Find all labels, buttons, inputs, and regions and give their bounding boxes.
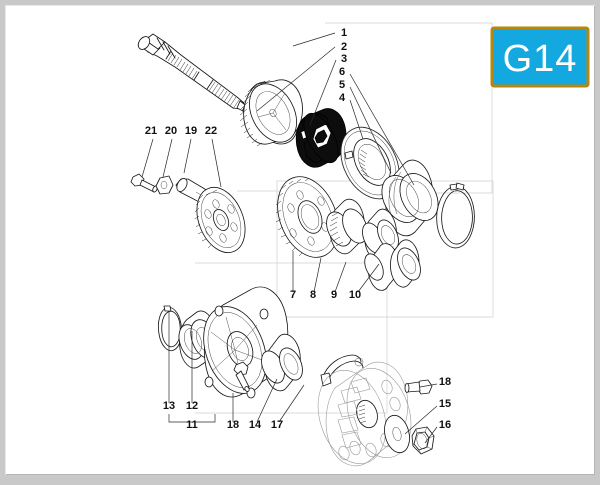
callout-number: 20 xyxy=(165,125,177,137)
callout-leader-17 xyxy=(278,384,305,423)
callout-leader-19 xyxy=(183,138,192,174)
differential-ring-gear xyxy=(275,176,339,258)
callout-number: 1 xyxy=(341,27,347,39)
callout-number: 16 xyxy=(439,419,451,431)
callout-number: 14 xyxy=(249,419,262,431)
hex-nut xyxy=(411,426,435,455)
callout-leader-21 xyxy=(141,138,154,178)
callout-leader-22 xyxy=(211,138,222,188)
synchronizer-hub xyxy=(295,108,355,168)
callout-number: 6 xyxy=(339,66,345,78)
needle-bearing xyxy=(326,198,368,255)
callout-number: 5 xyxy=(339,79,345,91)
input-shaft xyxy=(137,33,250,114)
callout-number: 12 xyxy=(186,400,198,412)
callout-leader-8 xyxy=(313,257,322,293)
callout-leader-15 xyxy=(404,405,438,435)
lock-plate-20 xyxy=(155,175,174,195)
callout-leader-20 xyxy=(162,138,173,178)
callout-leader-2 xyxy=(256,46,336,112)
callout-number: 7 xyxy=(290,289,296,301)
callout-leader-10 xyxy=(357,263,380,293)
callout-number: 9 xyxy=(331,289,337,301)
callout-leader-6 xyxy=(349,73,415,186)
callout-leader-11 xyxy=(168,414,216,423)
callout-leader-4 xyxy=(349,99,364,140)
flywheel-clutch-assembly xyxy=(317,354,412,467)
badge-label: G14 xyxy=(503,38,578,80)
callout-leader-9 xyxy=(334,261,347,293)
flat-washer xyxy=(384,414,410,454)
hex-bolt-18-lower xyxy=(233,361,250,392)
callout-number: 10 xyxy=(349,289,361,301)
snap-ring xyxy=(436,182,475,249)
callout-number: 3 xyxy=(341,53,347,65)
gear-teeth xyxy=(239,79,271,147)
callout-number: 11 xyxy=(186,419,198,431)
callout-number: 17 xyxy=(271,419,283,431)
callout-number: 18 xyxy=(439,376,451,388)
page-code-badge: G14 xyxy=(490,26,590,88)
callout-number: 4 xyxy=(339,92,346,104)
callout-number: 8 xyxy=(310,289,316,301)
shaft-spline-right xyxy=(208,81,240,110)
layshaft-ring-gear xyxy=(194,186,246,254)
callout-number: 22 xyxy=(205,125,217,137)
callout-leader-14 xyxy=(256,378,278,423)
oil-seal-ring xyxy=(157,305,183,352)
callout-number: 21 xyxy=(145,125,157,137)
callout-number: 15 xyxy=(439,398,451,410)
callout-leader-3 xyxy=(309,59,337,126)
hex-bolt-18-right xyxy=(404,379,433,395)
stepped-bushing xyxy=(364,239,421,291)
callout-leader-16 xyxy=(424,426,438,444)
shaft-spline-left xyxy=(167,52,198,80)
callout-number: 13 xyxy=(163,400,175,412)
callout-leader-1 xyxy=(292,32,336,47)
helical-drive-gear xyxy=(239,79,303,147)
callout-number: 19 xyxy=(185,125,197,137)
callout-number: 18 xyxy=(227,419,239,431)
sleeve-14 xyxy=(261,333,303,392)
callout-number: 2 xyxy=(341,41,347,53)
roller-bearing xyxy=(381,159,439,237)
callout-leader-5 xyxy=(349,86,392,174)
callout-leader-18 xyxy=(419,383,438,388)
hex-bolt-21 xyxy=(130,173,158,193)
